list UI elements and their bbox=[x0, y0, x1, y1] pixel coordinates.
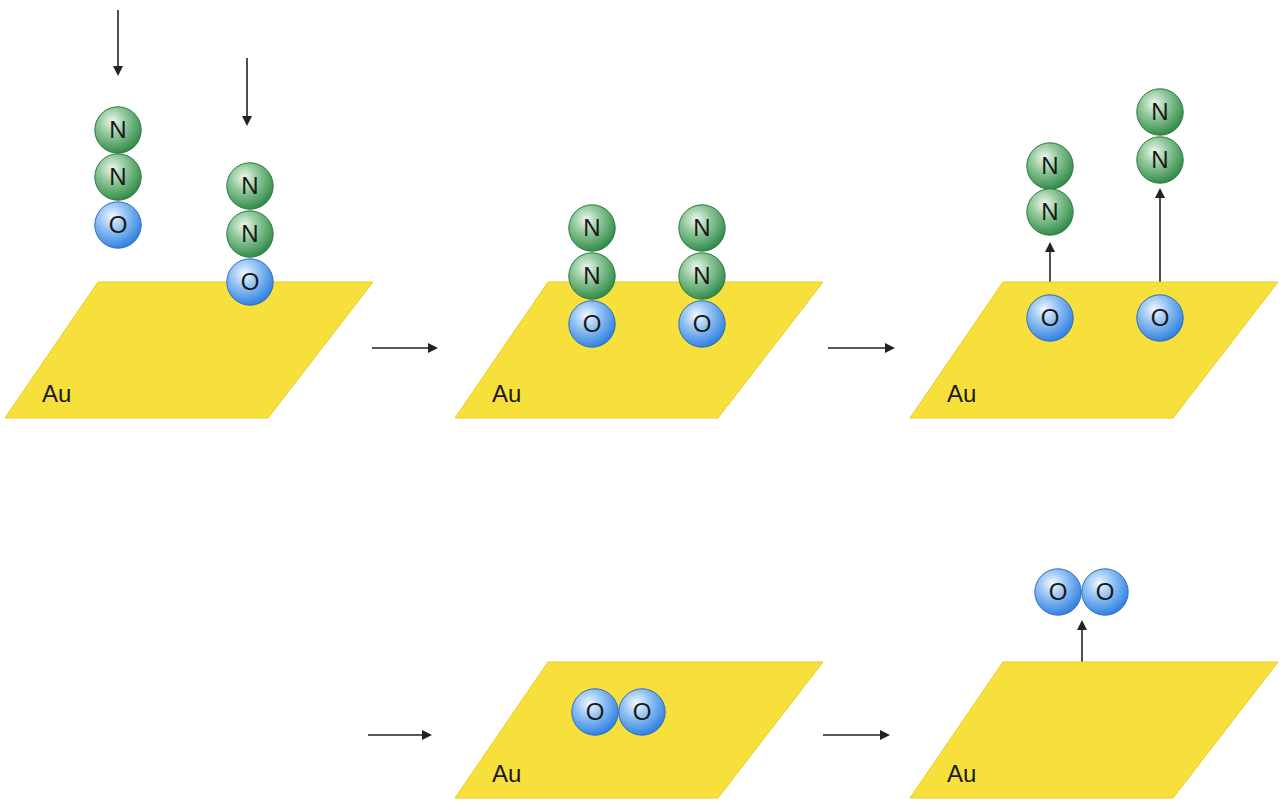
atom-symbol: O bbox=[583, 312, 602, 336]
atom-symbol: O bbox=[109, 213, 128, 237]
atom-symbol: O bbox=[1151, 306, 1170, 330]
surface-polygon bbox=[910, 282, 1278, 418]
atom-symbol: O bbox=[1041, 306, 1060, 330]
oxygen-atom: O bbox=[1026, 294, 1074, 342]
surface-label: Au bbox=[42, 382, 71, 406]
atom-circle bbox=[619, 689, 665, 735]
surface-polygon bbox=[455, 662, 823, 798]
surface-label: Au bbox=[492, 762, 521, 786]
surface-label: Au bbox=[947, 382, 976, 406]
atom-symbol: O bbox=[633, 700, 652, 724]
gold-surface: Au bbox=[910, 282, 1278, 418]
atom-symbol: O bbox=[241, 270, 260, 294]
atom-circle bbox=[95, 107, 141, 153]
atom-symbol: N bbox=[109, 165, 126, 189]
surface-polygon bbox=[455, 282, 823, 418]
atom-circle bbox=[679, 205, 725, 251]
atom-circle bbox=[569, 205, 615, 251]
nitrogen-atom: N bbox=[1136, 136, 1184, 184]
atom-circle bbox=[1082, 569, 1128, 615]
gold-surface: Au bbox=[5, 282, 373, 418]
atom-circle bbox=[1027, 189, 1073, 235]
gold-surface: Au bbox=[910, 662, 1278, 798]
atom-symbol: N bbox=[241, 174, 258, 198]
atom-circle bbox=[1137, 89, 1183, 135]
surface-label: Au bbox=[492, 382, 521, 406]
oxygen-atom: O bbox=[94, 201, 142, 249]
nitrogen-atom: N bbox=[568, 204, 616, 252]
oxygen-atom: O bbox=[571, 688, 619, 736]
atom-circle bbox=[95, 154, 141, 200]
nitrogen-atom: N bbox=[226, 162, 274, 210]
atom-symbol: N bbox=[109, 118, 126, 142]
oxygen-atom: O bbox=[226, 258, 274, 306]
atom-symbol: O bbox=[586, 700, 605, 724]
surface-label: Au bbox=[947, 762, 976, 786]
oxygen-atom: O bbox=[678, 300, 726, 348]
atom-symbol: N bbox=[583, 264, 600, 288]
atom-symbol: O bbox=[1049, 580, 1068, 604]
atom-circle bbox=[569, 301, 615, 347]
atom-circle bbox=[1035, 569, 1081, 615]
gold-surface: Au bbox=[455, 282, 823, 418]
desorption-arrow bbox=[1159, 190, 1161, 290]
nitrogen-atom: N bbox=[94, 153, 142, 201]
atom-symbol: N bbox=[1151, 100, 1168, 124]
oxygen-atom: O bbox=[618, 688, 666, 736]
atom-symbol: N bbox=[693, 264, 710, 288]
atom-symbol: N bbox=[1151, 148, 1168, 172]
surface-polygon bbox=[910, 662, 1278, 798]
atom-circle bbox=[679, 253, 725, 299]
atom-circle bbox=[1137, 137, 1183, 183]
atom-symbol: N bbox=[241, 222, 258, 246]
oxygen-atom: O bbox=[1081, 568, 1129, 616]
atom-circle bbox=[572, 689, 618, 735]
oxygen-atom: O bbox=[1136, 294, 1184, 342]
nitrogen-atom: N bbox=[1136, 88, 1184, 136]
nitrogen-atom: N bbox=[568, 252, 616, 300]
atom-symbol: N bbox=[583, 216, 600, 240]
atom-symbol: N bbox=[693, 216, 710, 240]
atom-circle bbox=[227, 259, 273, 305]
atom-symbol: N bbox=[1041, 200, 1058, 224]
nitrogen-atom: N bbox=[226, 210, 274, 258]
nitrogen-atom: N bbox=[678, 204, 726, 252]
nitrogen-atom: N bbox=[678, 252, 726, 300]
surface-polygon bbox=[5, 282, 373, 418]
nitrogen-atom: N bbox=[1026, 188, 1074, 236]
oxygen-atom: O bbox=[568, 300, 616, 348]
atom-circle bbox=[1027, 295, 1073, 341]
atom-circle bbox=[1027, 143, 1073, 189]
atom-circle bbox=[1137, 295, 1183, 341]
atom-circle bbox=[227, 163, 273, 209]
atom-circle bbox=[95, 202, 141, 248]
atom-symbol: O bbox=[1096, 580, 1115, 604]
atom-symbol: O bbox=[693, 312, 712, 336]
nitrogen-atom: N bbox=[1026, 142, 1074, 190]
atom-circle bbox=[227, 211, 273, 257]
atom-symbol: N bbox=[1041, 154, 1058, 178]
atom-circle bbox=[569, 253, 615, 299]
nitrogen-atom: N bbox=[94, 106, 142, 154]
atom-circle bbox=[679, 301, 725, 347]
oxygen-atom: O bbox=[1034, 568, 1082, 616]
